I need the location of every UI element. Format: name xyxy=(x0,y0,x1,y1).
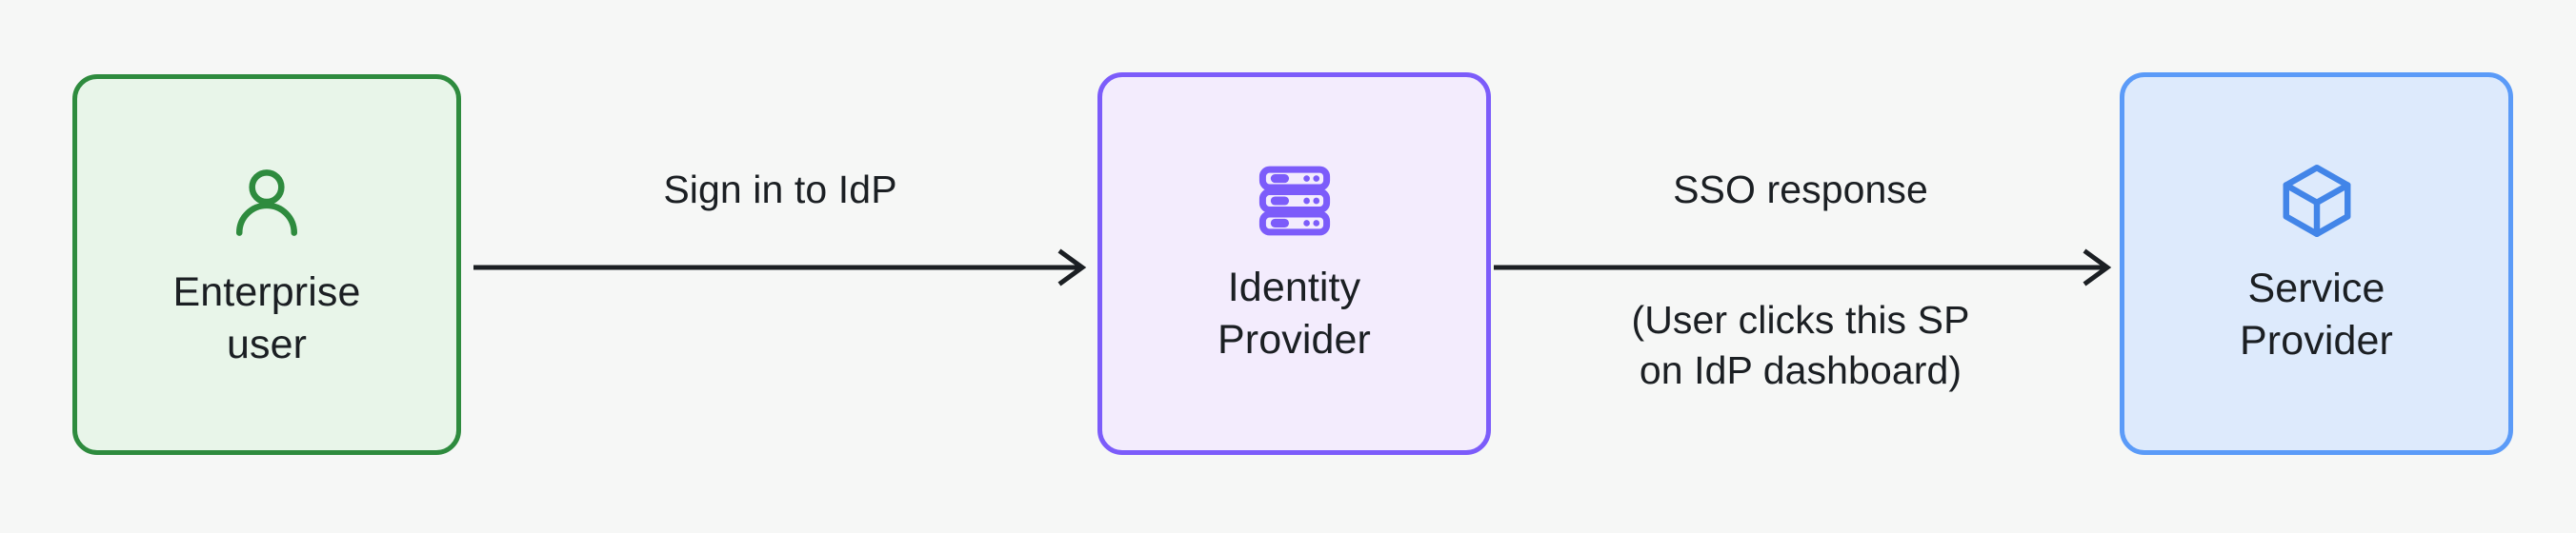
cube-icon xyxy=(2276,160,2358,242)
edge-label-sign-in-to-idp: Sign in to IdP xyxy=(663,168,897,211)
edge-user-to-idp: Sign in to IdP xyxy=(461,0,1099,533)
node-label-enterprise-user: Enterprise user xyxy=(172,268,361,367)
arrow-user-to-idp xyxy=(473,248,1087,286)
node-identity-provider[interactable]: Identity Provider xyxy=(1097,72,1491,455)
server-stack-icon xyxy=(1255,161,1335,241)
edge-label-sso-response: SSO response xyxy=(1673,168,1928,211)
node-enterprise-user[interactable]: Enterprise user xyxy=(72,74,461,455)
node-service-provider[interactable]: Service Provider xyxy=(2120,72,2513,455)
edge-idp-to-sp: SSO response (User clicks this SP on IdP… xyxy=(1486,0,2115,533)
node-label-identity-provider: Identity Provider xyxy=(1218,264,1371,363)
node-label-service-provider: Service Provider xyxy=(2240,265,2393,364)
edge-note-user-clicks-sp: (User clicks this SP on IdP dashboard) xyxy=(1631,298,1970,393)
arrow-idp-to-sp xyxy=(1494,248,2112,286)
user-icon xyxy=(223,158,311,246)
